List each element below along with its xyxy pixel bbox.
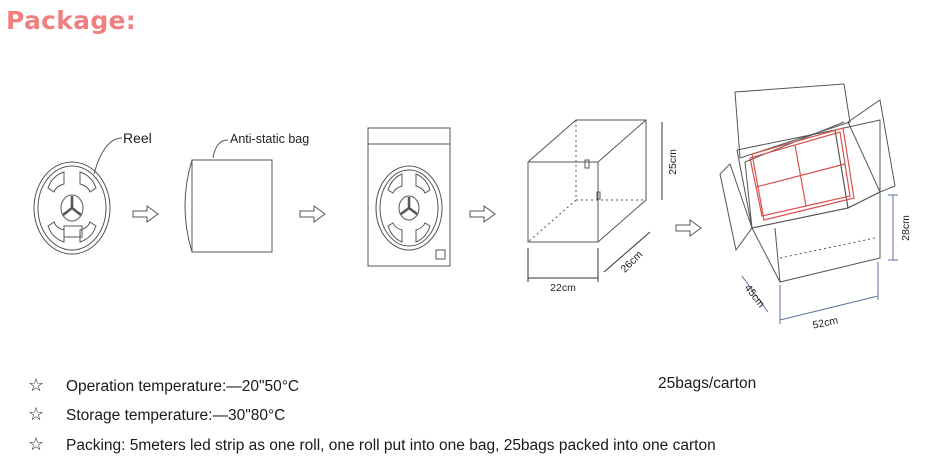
- carton-inner-bags: [749, 127, 855, 221]
- spec-operation-temperature: ☆ Operation temperature:—20"50°C: [28, 375, 299, 396]
- spec-text: Storage temperature:—30"80°C: [66, 407, 286, 424]
- carton-height-label: 28cm: [900, 215, 912, 241]
- spec-storage-temperature: ☆ Storage temperature:—30"80°C: [28, 404, 285, 425]
- arrow-right-icon: [299, 205, 326, 223]
- packaging-diagram: Reel Anti-static bag: [33, 83, 912, 332]
- bagged-reel-illustration: [367, 127, 451, 267]
- reel-label: Reel: [123, 130, 152, 146]
- spec-text: Operation temperature:—20"50°C: [66, 378, 300, 395]
- star-outline-icon: ☆: [28, 404, 45, 424]
- spec-text: Packing: 5meters led strip as one roll, …: [66, 437, 716, 454]
- inner-box-dimension-lines: [527, 122, 663, 282]
- arrow-right-icon: [132, 205, 159, 223]
- bag-illustration: [184, 139, 273, 253]
- arrow-right-icon: [675, 219, 702, 237]
- page-title: Package:: [6, 6, 137, 35]
- bag-label: Anti-static bag: [230, 132, 309, 146]
- carton-dimension-lines: [741, 194, 898, 324]
- arrow-right-icon: [469, 205, 496, 223]
- quantity-per-carton: 25bags/carton: [658, 375, 757, 392]
- reel-illustration: [33, 137, 123, 255]
- carton-width-label: 52cm: [812, 314, 840, 331]
- box-depth-label: 26cm: [619, 248, 646, 275]
- inner-box-illustration: [527, 119, 647, 243]
- box-height-label: 25cm: [667, 149, 679, 175]
- carton-illustration: [719, 83, 896, 283]
- star-outline-icon: ☆: [28, 375, 45, 395]
- box-width-label: 22cm: [550, 282, 576, 294]
- spec-packing: ☆ Packing: 5meters led strip as one roll,…: [28, 434, 716, 455]
- star-outline-icon: ☆: [28, 434, 45, 454]
